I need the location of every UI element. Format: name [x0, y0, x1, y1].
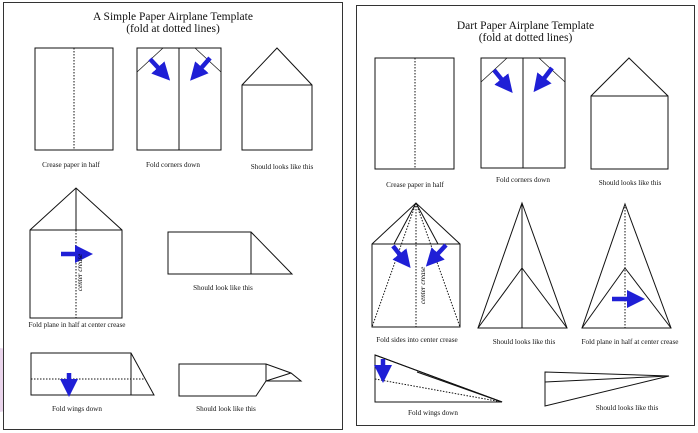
step3-pointed-paper: [241, 47, 313, 151]
caption-step3: Should looks like this: [598, 179, 662, 187]
step2-fold-arrow-left: [148, 57, 171, 81]
panel-title: Dart Paper Airplane Template (fold at do…: [357, 20, 694, 44]
title-line2: (fold at dotted lines): [126, 23, 220, 35]
title-line1: Dart Paper Airplane Template: [456, 20, 595, 32]
caption-step8: Should looks like this: [595, 404, 659, 412]
step5-dart-shape: [477, 201, 568, 329]
caption-step2: Fold corners down: [146, 161, 200, 169]
step2-fold-arrow-right: [533, 66, 554, 93]
caption-step5: Should looks like this: [492, 338, 556, 346]
step2-fold-corners: [136, 47, 222, 151]
caption-step7: Fold wings down: [408, 409, 458, 417]
step2-fold-arrow-right: [190, 56, 212, 81]
step7-finished-plane: [178, 363, 303, 397]
step1-paper: [374, 57, 455, 170]
caption-step4: Fold sides into center crease: [376, 336, 458, 344]
step3-pointed-paper: [590, 57, 669, 170]
simple-airplane-diagram: center crease: [29, 47, 313, 397]
title-line1: A Simple Paper Airplane Template: [93, 11, 253, 23]
caption-step2: Fold corners down: [496, 176, 550, 184]
dart-airplane-diagram: center crease: [371, 57, 672, 407]
step4-fold-arrow-left: [391, 244, 411, 269]
title-line2: (fold at dotted lines): [478, 32, 573, 44]
simple-airplane-template-panel: A Simple Paper Airplane Template (fold a…: [3, 2, 343, 430]
step6-fold-in-half: [581, 202, 672, 329]
step1-paper: [34, 47, 114, 151]
dart-airplane-template-panel: Dart Paper Airplane Template (fold at do…: [356, 5, 695, 426]
step5-folded-plane: [167, 231, 294, 275]
caption-step5: Should look like this: [193, 284, 253, 292]
caption-step1: Crease paper in half: [386, 181, 444, 189]
step7-wings-down: [374, 354, 503, 403]
step4-fold-sides: [371, 202, 461, 328]
step2-fold-arrow-left: [492, 68, 513, 93]
caption-step6: Fold wings down: [52, 405, 102, 413]
center-crease-label: center crease: [419, 267, 427, 304]
caption-step7: Should look like this: [196, 405, 256, 413]
step4-fold-in-half: [29, 187, 123, 319]
step6-wings-down: [30, 352, 155, 396]
panel-title: A Simple Paper Airplane Template (fold a…: [4, 11, 342, 35]
step2-fold-corners: [480, 57, 566, 169]
step8-finished-dart: [544, 371, 670, 407]
caption-step3: Should looks like this: [250, 163, 314, 171]
step4-fold-arrow-right: [425, 243, 448, 267]
caption-step1: Crease paper in half: [42, 161, 100, 169]
caption-step6: Fold plane in half at center crease: [581, 338, 679, 346]
center-crease-label: center crease: [76, 254, 84, 291]
caption-step4: Fold plane in half at center crease: [28, 321, 126, 329]
